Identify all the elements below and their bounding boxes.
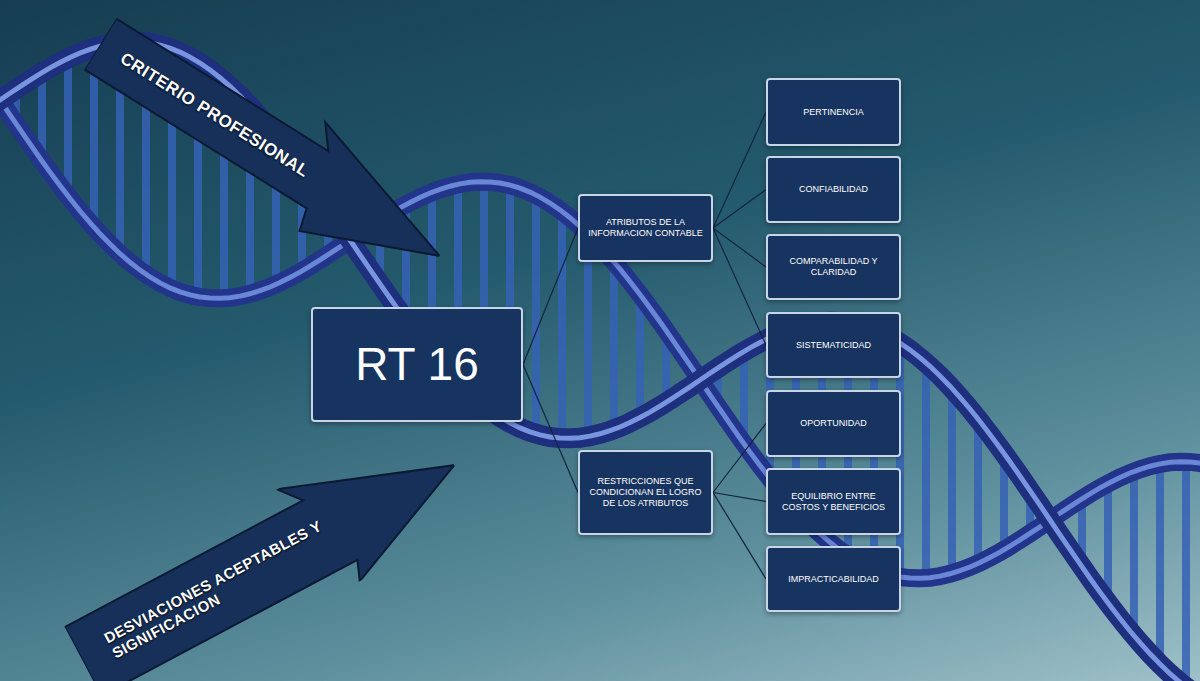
connector-line <box>713 424 766 493</box>
connector-line <box>713 228 766 267</box>
helix-rung <box>922 363 930 578</box>
helix-rung <box>532 195 540 434</box>
box-label: RESTRICCIONES QUE CONDICIONAN EL LOGRO D… <box>588 476 703 508</box>
attribute-box: CONFIABILIDAD <box>766 156 901 223</box>
helix-rung <box>584 234 592 437</box>
helix-rung <box>1156 464 1164 664</box>
helix-rung <box>64 58 72 196</box>
helix-strand <box>0 56 1200 578</box>
connector-line <box>713 493 766 502</box>
connector-line <box>523 365 578 493</box>
arrow-outline <box>54 410 481 681</box>
box-label: EQUILIBRIO ENTRE COSTOS Y BENEFICIOS <box>776 491 891 513</box>
helix-rung <box>1130 471 1138 635</box>
box-label: ATRIBUTOS DE LA INFORMACION CONTABLE <box>588 217 703 239</box>
helix-rung <box>558 211 566 438</box>
attribute-box: COMPARABILIDAD Y CLARIDAD <box>766 234 901 300</box>
helix-rung <box>948 388 956 573</box>
box-label: PERTINENCIA <box>803 107 863 118</box>
helix-rung <box>1182 462 1190 681</box>
helix-rung <box>896 343 904 577</box>
connector-line <box>523 228 578 365</box>
attribute-box: PERTINENCIA <box>766 78 901 146</box>
box-label: SISTEMATICIDAD <box>796 340 871 351</box>
box-label: IMPRACTICABILIDAD <box>788 574 879 585</box>
helix-highlight <box>0 56 1200 578</box>
connector-line <box>713 493 766 580</box>
restriction-box: EQUILIBRIO ENTRE COSTOS Y BENEFICIOS <box>766 468 901 535</box>
attribute-box: SISTEMATICIDAD <box>766 312 901 378</box>
box-label: COMPARABILIDAD Y CLARIDAD <box>776 256 891 278</box>
arrow-outline <box>72 0 467 301</box>
restriction-box: IMPRACTICABILIDAD <box>766 546 901 612</box>
connector-line <box>713 228 766 345</box>
connector-line <box>713 112 766 228</box>
category-box: RESTRICCIONES QUE CONDICIONAN EL LOGRO D… <box>578 450 713 535</box>
helix-rung <box>610 262 618 429</box>
restriction-box: OPORTUNIDAD <box>766 390 901 457</box>
box-label: RT 16 <box>355 339 479 390</box>
connector-line <box>713 190 766 229</box>
box-label: CONFIABILIDAD <box>799 184 868 195</box>
helix-rung <box>974 419 982 564</box>
main-box: RT 16 <box>311 307 523 422</box>
category-box: ATRIBUTOS DE LA INFORMACION CONTABLE <box>578 194 713 262</box>
callout-arrow: DESVIACIONES ACEPTABLES Y SIGNIFICACION <box>54 410 481 681</box>
box-label: OPORTUNIDAD <box>800 418 866 429</box>
